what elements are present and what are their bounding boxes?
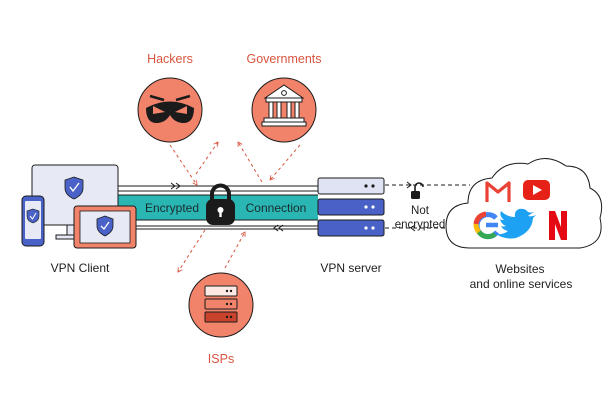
- tunnel-encrypted-label: Encrypted: [144, 201, 200, 215]
- tunnel-arrow-left: [273, 224, 284, 232]
- hacker-arrow-down: [169, 144, 198, 186]
- netflix-icon: [549, 211, 567, 240]
- youtube-icon: [523, 180, 550, 200]
- tunnel-connection-label: Connection: [245, 201, 307, 215]
- mask-icon: [137, 77, 203, 143]
- websites-label-line1: Websites: [495, 262, 545, 276]
- server-icon: [317, 177, 385, 237]
- padlock-icon: [206, 183, 235, 225]
- web-arrow-left: [410, 224, 416, 232]
- websites-label-line2: and online services: [469, 277, 573, 291]
- isps-label: ISPs: [207, 352, 235, 366]
- government-building-icon: [251, 77, 317, 143]
- not-encrypted-line2: encrypted: [394, 219, 446, 231]
- governments-label: Governments: [246, 52, 322, 66]
- isp-arrow-up: [224, 231, 246, 269]
- direction-arrows: [170, 181, 416, 232]
- vpn-client-label: VPN Client: [50, 261, 110, 275]
- cloud-shape: [445, 158, 603, 249]
- gov-arrow-up: [237, 141, 263, 183]
- vpn-server-label: VPN server: [320, 261, 382, 275]
- open-lock-icon: [411, 182, 424, 199]
- gmail-icon: [485, 181, 511, 202]
- not-encrypted-line1: Not: [411, 205, 429, 217]
- devices-icon: [21, 164, 137, 249]
- hacker-arrow-up: [195, 141, 219, 175]
- twitter-icon: [496, 208, 536, 239]
- gov-arrow-down: [269, 144, 301, 181]
- threat-arrows: [169, 141, 301, 273]
- tunnel-arrow-right: [170, 182, 181, 190]
- hackers-label: Hackers: [147, 52, 193, 66]
- web-arrow-right: [406, 181, 412, 189]
- server-rack-icon: [188, 272, 254, 338]
- google-icon: [473, 211, 500, 240]
- isp-arrow-down: [177, 229, 206, 273]
